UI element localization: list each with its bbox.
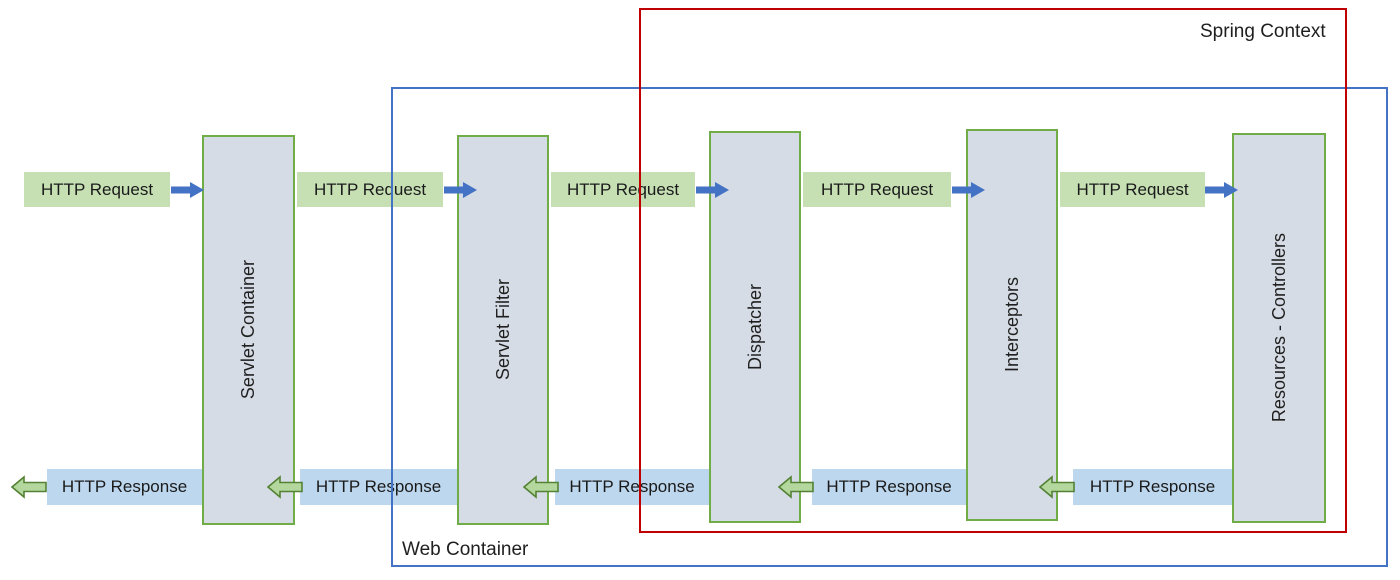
http-response-label: HTTP Response (812, 469, 966, 505)
response-arrow-icon (10, 475, 47, 499)
http-response-label: HTTP Response (300, 469, 457, 505)
http-request-label: HTTP Request (24, 172, 170, 207)
http-request-label: HTTP Request (1060, 172, 1205, 207)
http-response-label: HTTP Response (1073, 469, 1232, 505)
request-arrow-icon (696, 181, 730, 199)
http-response-label: HTTP Response (555, 469, 709, 505)
component-box-label: Servlet Filter (492, 279, 513, 381)
component-box-interceptors: Interceptors (966, 129, 1058, 521)
spring-context-label: Spring Context (1200, 21, 1326, 42)
http-request-label: HTTP Request (803, 172, 951, 207)
component-box-label: Resources - Controllers (1268, 233, 1289, 423)
component-box-resources-controllers: Resources - Controllers (1232, 133, 1326, 523)
response-arrow-icon (522, 475, 559, 499)
response-arrow-icon (777, 475, 814, 499)
request-arrow-icon (1205, 181, 1239, 199)
response-arrow-icon (1038, 475, 1075, 499)
web-container-label: Web Container (402, 539, 529, 560)
http-request-label: HTTP Request (297, 172, 443, 207)
component-box-servlet-filter: Servlet Filter (457, 135, 549, 525)
request-arrow-icon (444, 181, 478, 199)
http-request-label: HTTP Request (551, 172, 695, 207)
component-box-servlet-container: Servlet Container (202, 135, 295, 525)
request-arrow-icon (952, 181, 986, 199)
component-box-label: Interceptors (1001, 277, 1022, 373)
response-arrow-icon (266, 475, 303, 499)
component-box-dispatcher: Dispatcher (709, 131, 801, 523)
component-box-label: Servlet Container (238, 260, 258, 400)
component-box-label: Dispatcher (744, 283, 765, 371)
request-arrow-icon (171, 181, 205, 199)
http-response-label: HTTP Response (47, 469, 202, 505)
